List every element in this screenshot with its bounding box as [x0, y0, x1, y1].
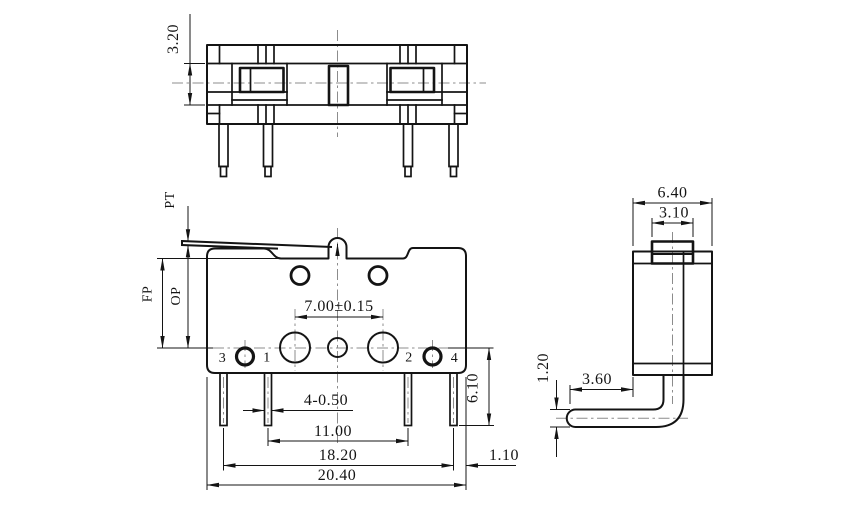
front-pin-1 [263, 372, 273, 427]
front-view-holes [234, 265, 443, 367]
terminal-hole-2 [367, 331, 399, 364]
dim-body-width: 20.40 [206, 377, 467, 490]
op-label: OP [169, 287, 184, 306]
mounting-hole-right [367, 265, 389, 286]
dim-edge-offset: 1.10 [465, 447, 519, 468]
terminal-hole-4 [422, 346, 443, 367]
top-pin-3 [402, 123, 414, 168]
top-pin-1 [218, 123, 229, 168]
pin-number-1: 1 [263, 351, 271, 366]
front-view-centerlines [157, 228, 494, 443]
pt-label: PT [163, 191, 178, 208]
dim-button-width: 3.10 [651, 205, 694, 237]
dim-label-pin-bend-length: 3.60 [582, 371, 612, 388]
dim-hole-spacing: 7.00±0.15 [294, 298, 384, 320]
pin-number-4: 4 [451, 351, 459, 366]
pin-number-3: 3 [219, 351, 227, 366]
front-view: 3 1 2 4 7.00±0.15 PT OP [141, 191, 519, 490]
side-view-centerlines [556, 232, 688, 419]
front-view-body-outline [206, 237, 467, 374]
side-view: 6.40 3.10 1.20 3.60 [535, 185, 713, 457]
front-pin-4 [449, 372, 458, 427]
lever [180, 239, 333, 250]
fp-label: FP [141, 286, 156, 303]
dim-top-height: 3.20 [165, 14, 205, 106]
side-view-bent-pin [565, 374, 685, 428]
dim-label-pin-length: 6.10 [465, 373, 482, 403]
dim-label-edge-offset: 1.10 [489, 447, 519, 464]
dim-pin-length: 6.10 [459, 347, 494, 426]
top-view-center-slot [327, 64, 350, 107]
top-pin-2 [262, 123, 274, 168]
top-view-left-contact-block [238, 66, 285, 94]
top-pin-4 [448, 123, 459, 168]
pin-numbers: 3 1 2 4 [219, 351, 459, 367]
dim-label-pin-thickness: 1.20 [535, 353, 552, 383]
dim-label-button-width: 3.10 [659, 205, 689, 222]
top-view: 3.20 [165, 14, 486, 178]
terminal-hole-1 [279, 331, 311, 364]
side-view-button [650, 240, 695, 265]
front-pin-3 [219, 372, 228, 427]
dim-pt: PT [163, 191, 191, 242]
side-view-body-outline [632, 250, 713, 376]
dim-fp: FP [141, 258, 165, 349]
dim-label-inner-pin-spacing: 11.00 [314, 423, 352, 440]
dim-pin-bend-length: 3.60 [569, 371, 634, 404]
dim-outer-pin-spacing: 18.20 [223, 428, 454, 471]
dim-label-body-width: 20.40 [318, 467, 357, 484]
dim-op: OP [169, 244, 191, 349]
dim-pin-thickness: 1.20 [535, 353, 570, 457]
dim-label-pin-width: 4-0.50 [304, 392, 348, 409]
pin-number-2: 2 [405, 351, 413, 366]
terminal-hole-3 [234, 346, 256, 367]
dim-label-body-depth: 6.40 [658, 185, 688, 202]
dim-label-hole-spacing: 7.00±0.15 [304, 298, 373, 315]
dim-label-outer-pin-spacing: 18.20 [319, 447, 358, 464]
mounting-hole-left [289, 265, 311, 286]
top-view-right-contact-block [389, 66, 436, 94]
dim-pin-width: 4-0.50 [243, 392, 353, 413]
dim-label-top-height: 3.20 [165, 24, 182, 54]
top-view-pins [218, 123, 459, 178]
front-pin-2 [403, 372, 413, 427]
dim-body-depth: 6.40 [632, 185, 713, 246]
dim-inner-pin-spacing: 11.00 [267, 423, 409, 446]
front-view-pins [219, 372, 458, 427]
top-view-body-outline [206, 44, 468, 125]
center-hole [327, 337, 348, 358]
